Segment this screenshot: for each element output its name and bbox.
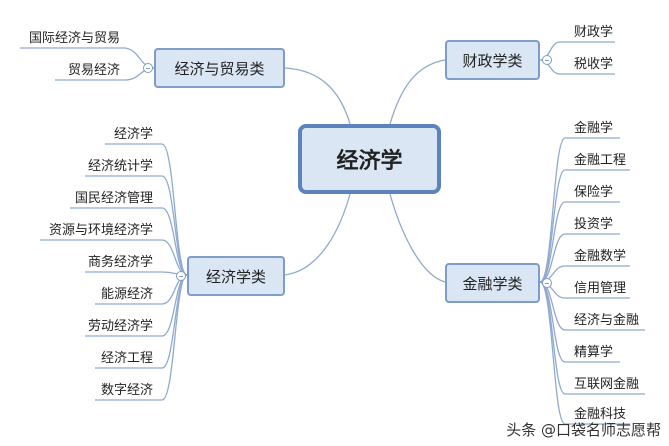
leaf-investment[interactable]: 投资学 <box>574 217 614 232</box>
branch-label-econ: 经济学类 <box>205 267 266 286</box>
branch-label-finance-tax: 财政学类 <box>462 51 523 70</box>
collapse-toggle-finance[interactable] <box>542 278 552 288</box>
branch-node-finance[interactable]: 金融学类 <box>445 263 540 303</box>
leaf-economic-engineering[interactable]: 经济工程 <box>100 351 153 366</box>
leaf-taxation[interactable]: 税收学 <box>574 57 614 72</box>
leaf-financial-mathematics[interactable]: 金融数学 <box>574 249 627 264</box>
collapse-toggle-econ[interactable] <box>176 271 186 281</box>
leaf-insurance[interactable]: 保险学 <box>574 185 614 200</box>
branch-label-trade: 经济与贸易类 <box>174 59 265 78</box>
leaf-labor-economics[interactable]: 劳动经济学 <box>87 319 153 334</box>
branch-node-econ[interactable]: 经济学类 <box>187 256 285 296</box>
branch-label-finance: 金融学类 <box>462 274 523 293</box>
leaf-fintech[interactable]: 金融科技 <box>574 407 627 422</box>
central-topic-label: 经济学 <box>336 149 403 174</box>
leaf-internet-finance[interactable]: 互联网金融 <box>574 377 640 392</box>
branch-node-trade[interactable]: 经济与贸易类 <box>154 48 285 88</box>
leaf-finance[interactable]: 金融学 <box>574 121 614 136</box>
leaf-resource-environmental-economics[interactable]: 资源与环境经济学 <box>48 223 153 238</box>
leaf-economics[interactable]: 经济学 <box>113 127 153 142</box>
collapse-toggle-finance-tax[interactable] <box>542 55 552 65</box>
leaf-economics-and-finance[interactable]: 经济与金融 <box>574 313 640 328</box>
branch-node-finance-tax[interactable]: 财政学类 <box>445 40 540 80</box>
leaf-international-trade[interactable]: 国际经济与贸易 <box>28 31 120 46</box>
watermark-text: 头条 @口袋名师志愿帮 <box>506 421 661 439</box>
leaf-credit-management[interactable]: 信用管理 <box>574 281 627 296</box>
leaf-digital-economy[interactable]: 数字经济 <box>100 383 153 398</box>
central-topic-node[interactable]: 经济学 <box>298 124 441 194</box>
leaf-financial-engineering[interactable]: 金融工程 <box>574 153 627 168</box>
leaf-economic-statistics[interactable]: 经济统计学 <box>87 159 153 174</box>
leaf-national-economy-management[interactable]: 国民经济管理 <box>74 191 153 206</box>
leaf-trade-economics[interactable]: 贸易经济 <box>67 63 120 78</box>
leaf-actuarial-science[interactable]: 精算学 <box>574 345 614 360</box>
leaf-public-finance[interactable]: 财政学 <box>574 25 614 40</box>
leaf-energy-economics[interactable]: 能源经济 <box>100 287 153 302</box>
leaf-business-economics[interactable]: 商务经济学 <box>87 255 153 270</box>
collapse-toggle-trade[interactable] <box>143 63 153 73</box>
